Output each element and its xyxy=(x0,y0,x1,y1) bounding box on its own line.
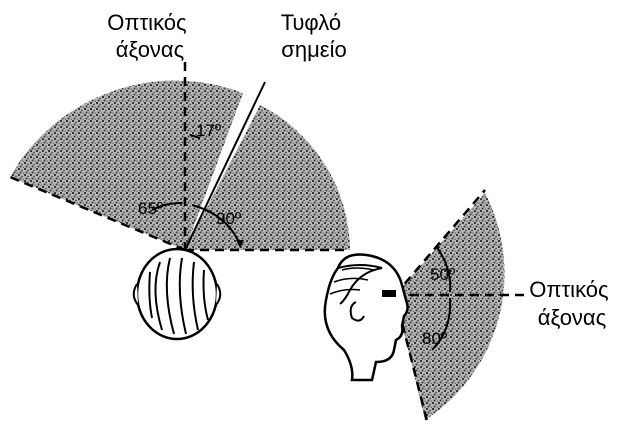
side-optical-axis-label: Οπτικός άξονας xyxy=(529,277,615,330)
blind-spot-label: Τυφλό σημείο xyxy=(281,10,347,62)
angle-label-65: 65º xyxy=(138,199,163,218)
angle-label-17: 17º xyxy=(196,121,221,140)
angle-label-50: 50º xyxy=(430,265,455,284)
angle-label-80: 80º xyxy=(422,329,447,348)
angle-label-90: 90º xyxy=(216,209,241,228)
top-view: 17º 65º 90º Οπτικός άξονας Τυφλό σημείο xyxy=(10,10,350,339)
side-view: 50º 80º Οπτικός άξονας xyxy=(325,190,615,425)
head-top-view xyxy=(134,249,221,339)
top-optical-axis-label: Οπτικός άξονας xyxy=(107,10,193,62)
head-profile xyxy=(325,255,408,381)
